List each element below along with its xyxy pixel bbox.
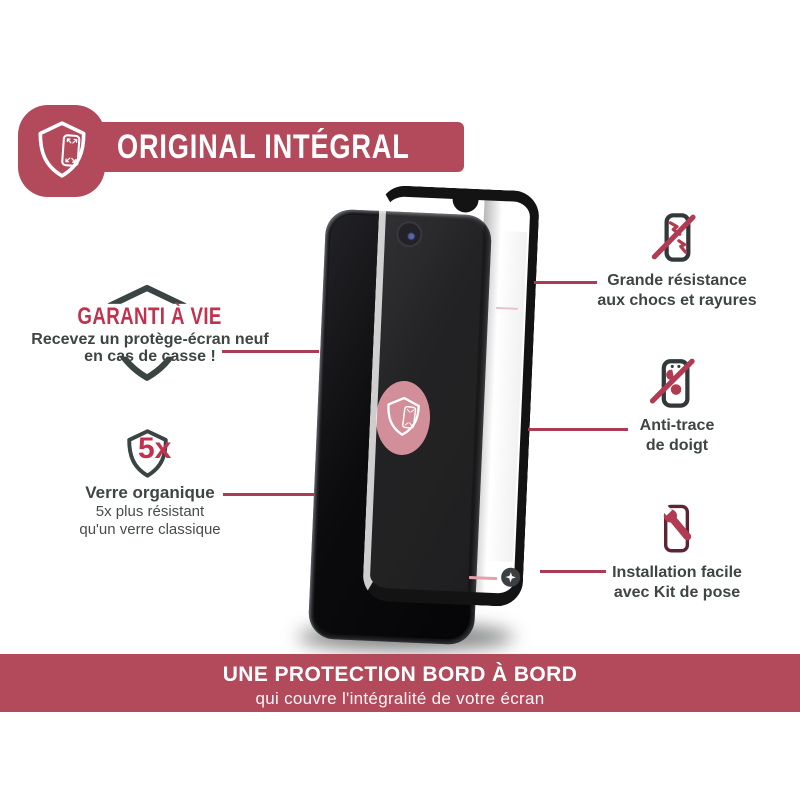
lifetime-shield-icon [95,277,199,392]
connector-line-antitrace [528,428,628,431]
resistance-line-1: Grande résistance [607,272,747,289]
brand-logo-badge [374,379,432,457]
installation-feature: Installation facile avec Kit de pose [577,563,777,603]
lifetime-feature: GARANTI À VIE Recevez un protège-écran n… [10,303,290,365]
glass-feature: Verre organique 5x plus résistant qu'un … [30,483,270,539]
glass-title: Verre organique [85,483,215,502]
forceglass-mini-logo-icon [500,567,521,588]
footer-title: UNE PROTECTION BORD À BORD [222,663,578,686]
protector-notch-cutout [452,197,479,214]
glass-line-2: qu'un verre classique [79,521,221,538]
5x-badge: 5x [138,432,172,465]
antitrace-line-2: de doigt [645,437,709,454]
connector-line-lifetime [222,350,319,353]
connector-line-glass [223,493,315,496]
phone-fingerprint-crossed-icon [644,349,710,420]
installation-line-2: avec Kit de pose [613,584,741,601]
footer-subtitle: qui couvre l'intégralité de votre écran [255,689,545,708]
connector-line-resistance [534,281,597,284]
antitrace-feature: Anti-trace de doigt [577,416,777,456]
footer-banner: UNE PROTECTION BORD À BORD qui couvre l'… [0,654,800,712]
resistance-line-2: aux chocs et rayures [597,292,757,309]
lifetime-line-1: Recevez un protège-écran neuf [31,331,269,348]
brand-shield-icon [384,393,423,444]
glass-line-1: 5x plus résistant [95,503,205,520]
connector-line-installation [540,570,606,573]
header-banner [90,122,464,172]
phone-scratch-crossed-icon [644,204,710,275]
installation-line-1: Installation facile [612,564,742,581]
resistance-feature: Grande résistance aux chocs et rayures [577,271,777,311]
shield-phone-icon [34,118,90,185]
shield-5x-icon [124,426,171,485]
page-title: ORIGINAL INTÉGRAL [117,127,410,166]
header-badge [18,105,105,197]
phone-wrench-icon [644,497,710,568]
lifetime-title: GARANTI À VIE [77,303,223,330]
lifetime-line-2: en cas de casse ! [84,348,216,365]
screen-protector [362,184,540,608]
antitrace-line-1: Anti-trace [639,417,715,434]
